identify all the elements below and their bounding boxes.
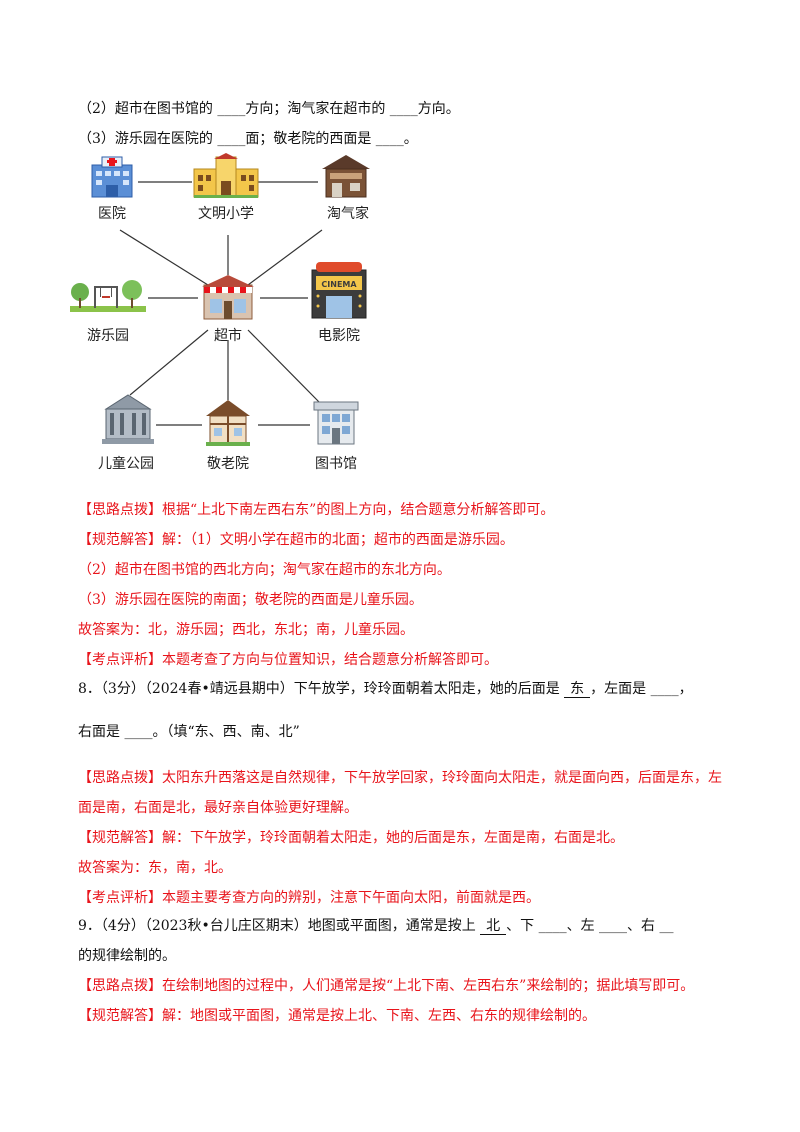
q8-answer-back: 东 — [564, 681, 591, 698]
nursing-home-icon — [206, 400, 250, 446]
svg-text:CINEMA: CINEMA — [321, 280, 357, 289]
connector-lines — [119, 181, 323, 426]
label-supermarket: 超市 — [214, 327, 242, 344]
hospital-icon — [91, 156, 133, 198]
q8-review: 【考点评析】本题主要考查方向的辨别，注意下午面向太阳，前面就是西。 — [78, 890, 540, 906]
solution-tag: 【规范解答】 — [78, 532, 162, 548]
school-icon — [193, 153, 259, 198]
q7-part3: （3）游乐园在医院的 ____面；敬老院的西面是 ____。 — [78, 131, 418, 147]
q9-answer-up: 北 — [480, 918, 507, 935]
label-taoqi-home: 淘气家 — [327, 205, 369, 222]
q7-solution-3: （3）游乐园在医院的南面；敬老院的西面是儿童乐园。 — [78, 592, 423, 608]
label-park: 游乐园 — [87, 328, 129, 344]
q9-hint: 【思路点拨】在绘制地图的过程中，人们通常是按“上北下南、左西右东”来绘制的；据此… — [78, 978, 695, 994]
q7-hint: 【思路点拨】根据“上北下南左西右东”的图上方向，结合题意分析解答即可。 — [78, 502, 555, 518]
q7-part2: （2）超市在图书馆的 ____方向；淘气家在超市的 ____方向。 — [78, 101, 460, 117]
q7-solution-1: 【规范解答】解：（1）文明小学在超市的北面；超市的西面是游乐园。 — [78, 532, 514, 548]
q9-stem-line1: 9．（4分）（2023秋•台儿庄区期末）地图或平面图，通常是按上 北、下 ___… — [78, 918, 674, 935]
label-nursing-home: 敬老院 — [207, 456, 249, 472]
hint-tag: 【思路点拨】 — [78, 502, 162, 518]
label-children-park: 儿童公园 — [98, 455, 154, 472]
cinema-icon: CINEMA — [311, 262, 367, 319]
direction-map-diagram: 医院 文明小学 淘气家 游乐 — [60, 150, 400, 480]
q8-answer: 故答案为：东，南，北。 — [78, 860, 232, 876]
label-cinema: 电影院 — [318, 328, 360, 344]
q8-hint-1: 【思路点拨】太阳东升西落这是自然规律，下午放学回家，玲玲面向太阳走，就是面向西，… — [78, 770, 722, 786]
supermarket-icon — [202, 275, 254, 320]
label-school: 文明小学 — [198, 206, 254, 222]
q8-hint-2: 面是南，右面是北，最好亲自体验更好理解。 — [78, 800, 358, 816]
label-hospital: 医院 — [98, 206, 126, 222]
q8-stem-line2: 右面是 ____。（填“东、西、南、北” — [78, 724, 300, 740]
q8-solution: 【规范解答】解：下午放学，玲玲面朝着太阳走，她的后面是东，左面是南，右面是北。 — [78, 830, 624, 846]
house-icon — [322, 155, 370, 198]
q7-answer: 故答案为：北，游乐园；西北，东北；南，儿童乐园。 — [78, 622, 414, 638]
q8-stem-line1: 8．（3分）（2024春•靖远县期中）下午放学，玲玲面朝着太阳走，她的后面是 东… — [78, 681, 693, 698]
amusement-park-icon — [70, 280, 146, 312]
library-icon — [313, 401, 359, 445]
review-tag: 【考点评析】 — [78, 652, 162, 668]
q9-stem-line2: 的规律绘制的。 — [78, 948, 176, 964]
q7-solution-2: （2）超市在图书馆的西北方向；淘气家在超市的东北方向。 — [78, 562, 451, 578]
q9-solution: 【规范解答】解：地图或平面图，通常是按上北、下南、左西、右东的规律绘制的。 — [78, 1008, 596, 1024]
children-park-icon — [102, 394, 154, 444]
label-library: 图书馆 — [315, 456, 357, 472]
q7-review: 【考点评析】本题考查了方向与位置知识，结合题意分析解答即可。 — [78, 652, 498, 668]
